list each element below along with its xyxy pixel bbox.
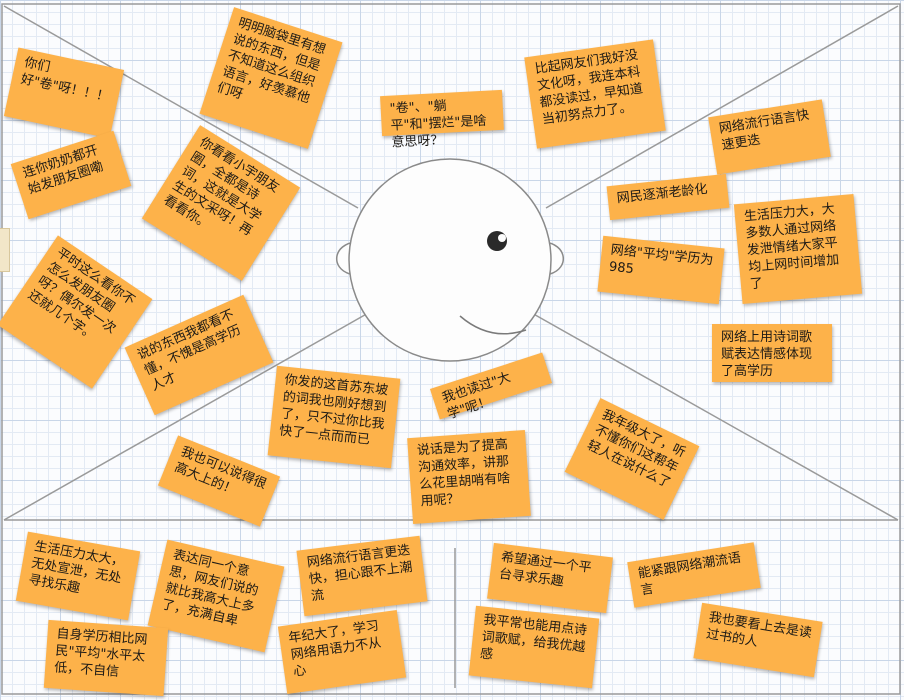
sticky-note[interactable]: 比起网友们我好没文化呀，我连本科都没读过，早知道当初努点力了。 — [524, 39, 666, 149]
side-panel-tab[interactable] — [0, 228, 10, 272]
sticky-note[interactable]: 说话是为了提高沟通效率，讲那么花里胡哨有啥用呢？ — [407, 429, 531, 525]
sticky-note[interactable]: 自身学历相比网民"平均"水平太低，不自信 — [43, 619, 169, 697]
divider-top-right — [545, 5, 899, 209]
board-frame — [1, 3, 901, 695]
sticky-note[interactable]: 我平常也能用点诗词歌赋，给我优越感 — [468, 605, 600, 689]
sticky-note[interactable]: 生活压力大，大多数人通过网络发泄情绪大家平均上网时间增加了 — [733, 193, 863, 305]
sticky-note[interactable]: 网络上用诗词歌赋表达情感体现了高学历 — [712, 324, 832, 382]
divider-bottom-right — [529, 311, 899, 521]
divider-top-left — [3, 5, 359, 209]
face-head — [348, 158, 552, 362]
face-icon — [335, 158, 565, 362]
sticky-note[interactable]: 你发的这首苏东坡的词我也刚好想到了，只不过你比我快了一点而而已 — [267, 365, 401, 469]
face-mouth — [459, 315, 527, 335]
sticky-note[interactable]: "卷"、"躺平"和"摆烂"是啥意思呀？ — [380, 89, 504, 150]
divider-bottom-left — [3, 311, 371, 521]
face-eye-highlight — [498, 234, 506, 242]
